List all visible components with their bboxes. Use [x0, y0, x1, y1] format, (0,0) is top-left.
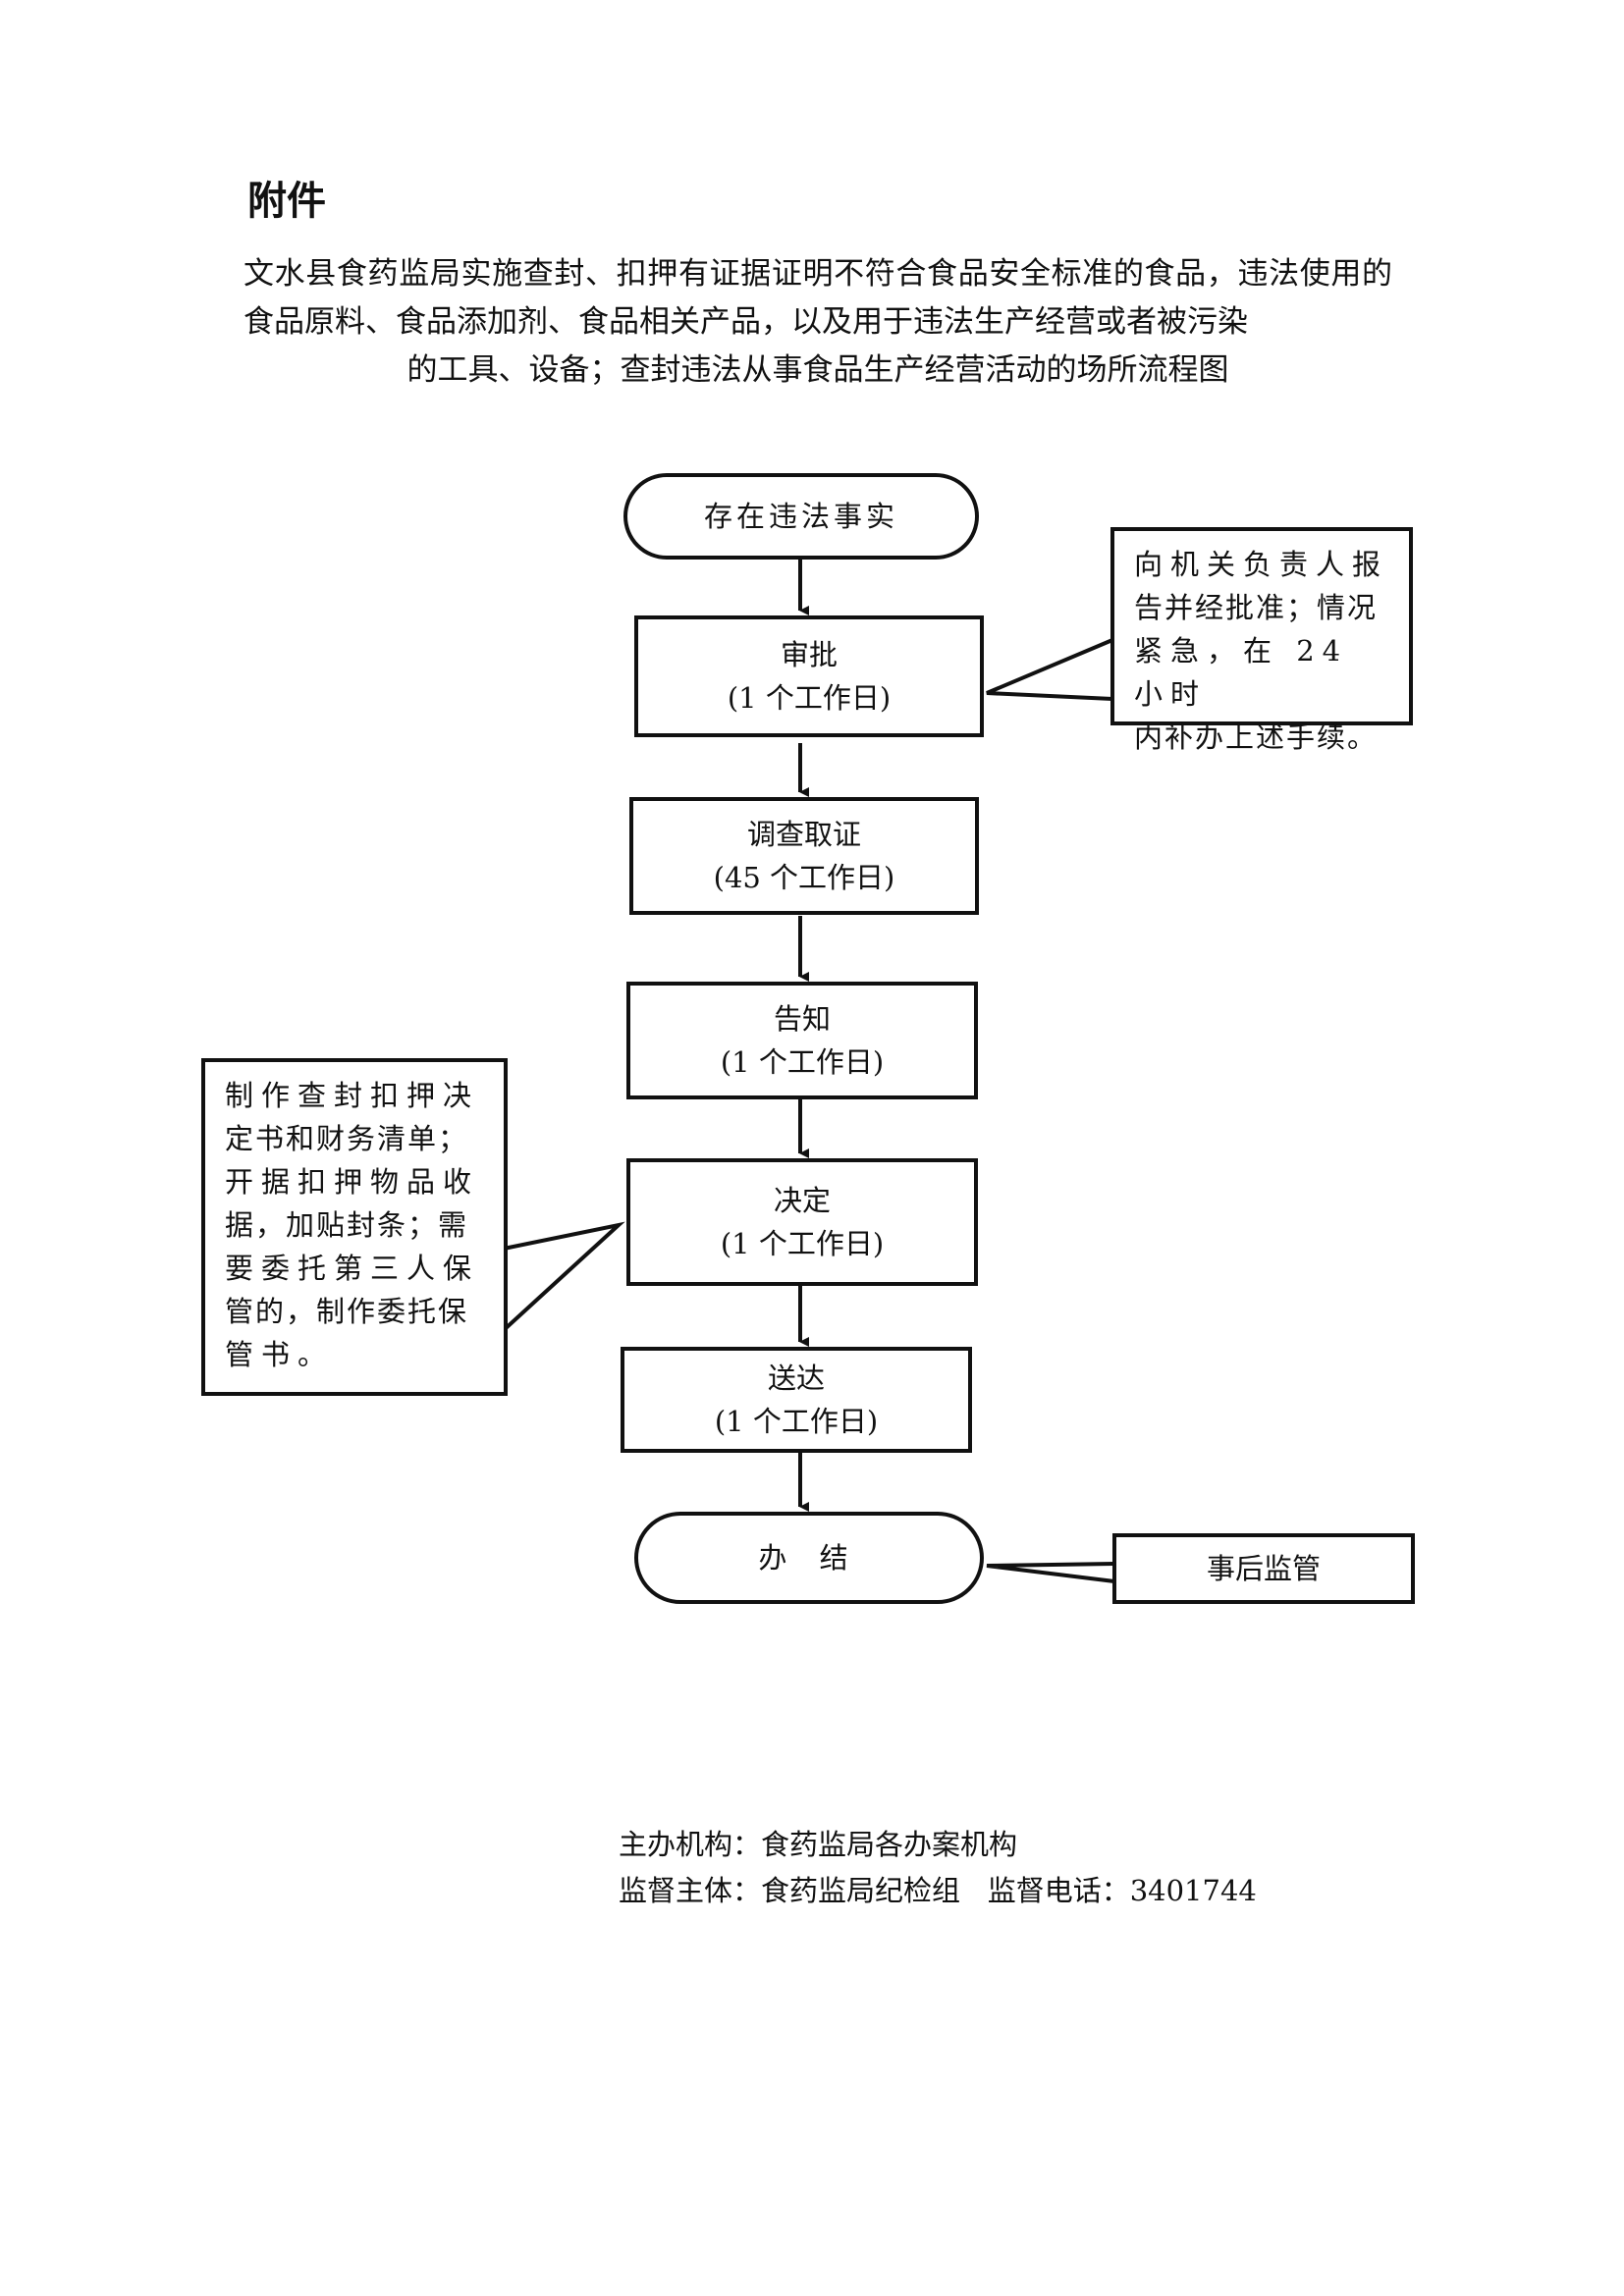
phone-value: 3401744 — [1129, 1874, 1257, 1907]
organizer-value: 食药监局各办案机构 — [761, 1828, 1018, 1861]
approval-note: 向机关负责人报 告并经批准；情况 紧急，在 24 小时 内补办上述手续。 — [1110, 527, 1413, 754]
note-label: 事后监管 — [1206, 1552, 1321, 1585]
note-line: 向机关负责人报 — [1134, 548, 1389, 581]
note-line: 定书和财务清单； — [225, 1122, 469, 1155]
note-line: 制作查封扣押决 — [225, 1079, 480, 1112]
step-duration: (1 个工作日) — [727, 681, 892, 715]
end-note-pointer — [986, 1562, 1115, 1583]
supervisor-line: 监督主体：食药监局纪检组 监督电话：3401744 — [619, 1868, 1257, 1909]
attachment-heading: 附件 — [247, 179, 326, 224]
step-duration: (1 个工作日) — [714, 1405, 879, 1438]
note-line: 管的，制作委托保 — [225, 1295, 469, 1328]
step-label: 调查取证 — [746, 818, 861, 851]
supervisor-value: 食药监局纪检组 — [761, 1874, 961, 1907]
step-label: 送达 — [767, 1362, 825, 1395]
step-notice: 告知 (1 个工作日) — [626, 982, 978, 1099]
title-line-1: 文水县食药监局实施查封、扣押有证据证明不符合食品安全标准的食品，违法使 — [244, 256, 1331, 292]
end-label: 办 结 — [758, 1541, 860, 1575]
step-label: 告知 — [773, 1002, 831, 1036]
title-line-2: 用的食品原料、食品添加剂、食品相关产品，以及用于违法生产经营或者被污染 — [244, 256, 1392, 340]
note-line: 告并经批准；情况 — [1134, 591, 1379, 624]
start-label: 存在违法事实 — [703, 500, 898, 533]
note-line: 内补办上述手续。 — [1134, 721, 1379, 754]
step-duration: (45 个工作日) — [713, 861, 895, 894]
note-line: 据，加贴封条；需 — [225, 1208, 469, 1242]
note-line: 管书。 — [225, 1338, 335, 1371]
note-line: 开据扣押物品收 — [225, 1165, 480, 1199]
approval-note-pointer — [986, 638, 1113, 701]
post-supervision-note: 事后监管 — [1112, 1533, 1415, 1604]
decision-note: 制作查封扣押决 定书和财务清单； 开据扣押物品收 据，加贴封条；需 要委托第三人… — [201, 1058, 508, 1396]
phone-label: 监督电话： — [987, 1874, 1130, 1907]
step-duration: (1 个工作日) — [720, 1227, 885, 1260]
start-node: 存在违法事实 — [623, 473, 979, 560]
step-investigation: 调查取证 (45 个工作日) — [629, 797, 979, 915]
step-approval: 审批 (1 个工作日) — [634, 615, 984, 737]
document-title: 文水县食药监局实施查封、扣押有证据证明不符合食品安全标准的食品，违法使用的食品原… — [244, 250, 1392, 395]
organizer-line: 主办机构：食药监局各办案机构 — [619, 1822, 1017, 1863]
step-decision: 决定 (1 个工作日) — [626, 1158, 978, 1286]
supervisor-label: 监督主体： — [619, 1874, 762, 1907]
note-line: 要委托第三人保 — [225, 1252, 480, 1285]
end-node: 办 结 — [634, 1512, 984, 1604]
step-label: 决定 — [773, 1184, 831, 1217]
decision-note-pointer — [502, 1221, 625, 1332]
step-label: 审批 — [780, 638, 838, 671]
step-delivery: 送达 (1 个工作日) — [621, 1347, 972, 1453]
step-duration: (1 个工作日) — [720, 1045, 885, 1079]
organizer-label: 主办机构： — [619, 1828, 762, 1861]
title-line-3: 的工具、设备；查封违法从事食品生产经营活动的场所流程图 — [406, 352, 1229, 388]
note-line: 紧急，在 24 小时 — [1134, 634, 1349, 711]
